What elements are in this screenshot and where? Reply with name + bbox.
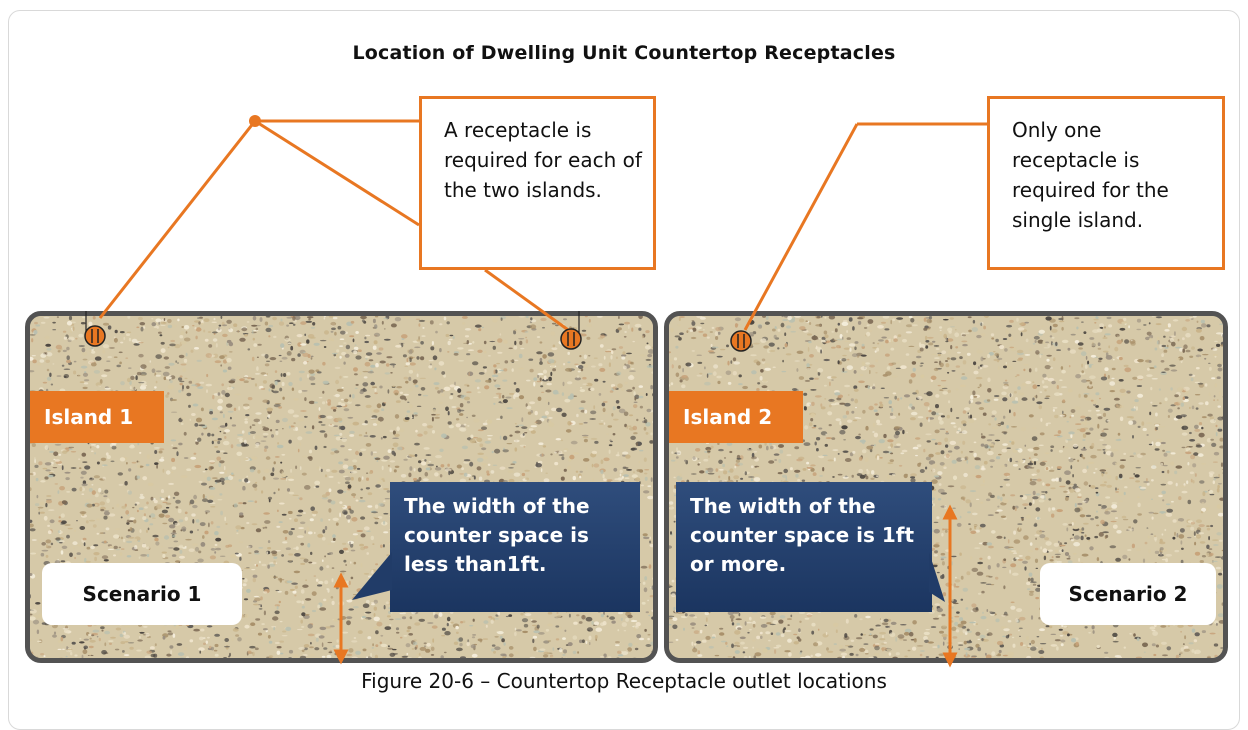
scenario-1-badge: Scenario 1 xyxy=(42,563,242,625)
scenario-2-badge: Scenario 2 xyxy=(1040,563,1216,625)
island-2-label: Island 2 xyxy=(669,391,803,443)
width-note-2: The width of the counter space is 1ft or… xyxy=(676,482,932,612)
callout-single-island: Only one receptacle is required for the … xyxy=(987,96,1225,270)
figure-title: Location of Dwelling Unit Countertop Rec… xyxy=(0,42,1248,64)
width-note-1: The width of the counter space is less t… xyxy=(390,482,640,612)
island-1-label: Island 1 xyxy=(30,391,164,443)
callout-two-islands: A receptacle is required for each of the… xyxy=(419,96,656,270)
figure-caption: Figure 20-6 – Countertop Receptacle outl… xyxy=(0,669,1248,693)
